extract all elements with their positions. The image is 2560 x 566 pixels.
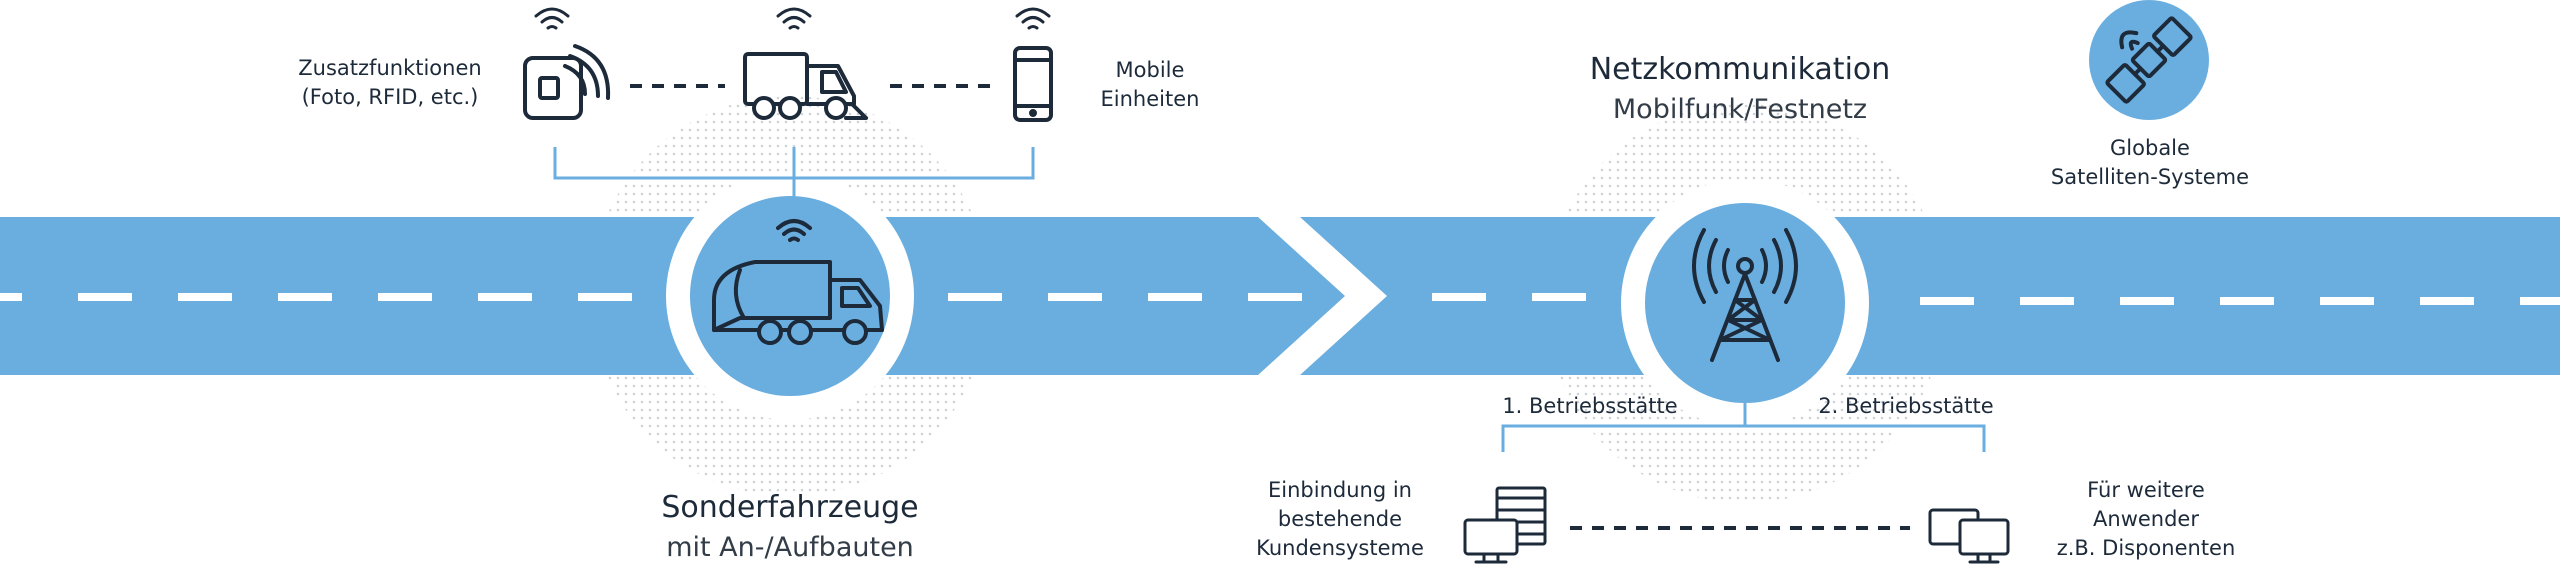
label-satelliten: Globale Satelliten-Systeme (2050, 136, 2250, 189)
server-computer-icon (1463, 486, 1547, 564)
wifi-icon (776, 219, 812, 242)
rfid-card-icon (523, 44, 611, 120)
garbage-truck-icon (712, 260, 884, 345)
road-dashes-left (0, 293, 1586, 301)
label-sonderfahrzeuge: Sonderfahrzeuge (661, 490, 919, 525)
vehicle-circle (690, 196, 890, 396)
label-netz-sub: Mobilfunk/Festnetz (1612, 94, 1868, 125)
label-zusatzfunktionen: Zusatzfunktionen (Foto, RFID, etc.) (298, 56, 482, 109)
satellite-icon (2105, 16, 2193, 104)
label-netzkommunikation: Netzkommunikation (1589, 52, 1891, 87)
label-betriebsstaette-2: 2. Betriebsstätte (1818, 394, 1994, 418)
road-dashes-right (1920, 297, 2560, 305)
smartphone-icon (1013, 46, 1053, 122)
radio-tower-icon (1692, 228, 1798, 362)
label-betriebsstaette-1: 1. Betriebsstätte (1502, 394, 1678, 418)
satellite-circle (2089, 0, 2209, 120)
computers-icon (1928, 508, 2010, 564)
label-einbindung: Einbindung in bestehende Kundensysteme (1256, 478, 1424, 560)
label-weitere-anwender: Für weitere Anwender z.B. Disponenten (2056, 478, 2236, 560)
label-mobile-einheiten: Mobile Einheiten (1100, 58, 1200, 111)
wifi-icon (776, 7, 812, 30)
label-sonder-sub: mit An-/Aufbauten (666, 532, 914, 563)
wifi-icon (534, 7, 570, 30)
street-sweeper-icon (743, 52, 868, 120)
tower-circle (1645, 203, 1845, 403)
road-right (1300, 217, 2560, 375)
wifi-icon (1015, 7, 1051, 30)
